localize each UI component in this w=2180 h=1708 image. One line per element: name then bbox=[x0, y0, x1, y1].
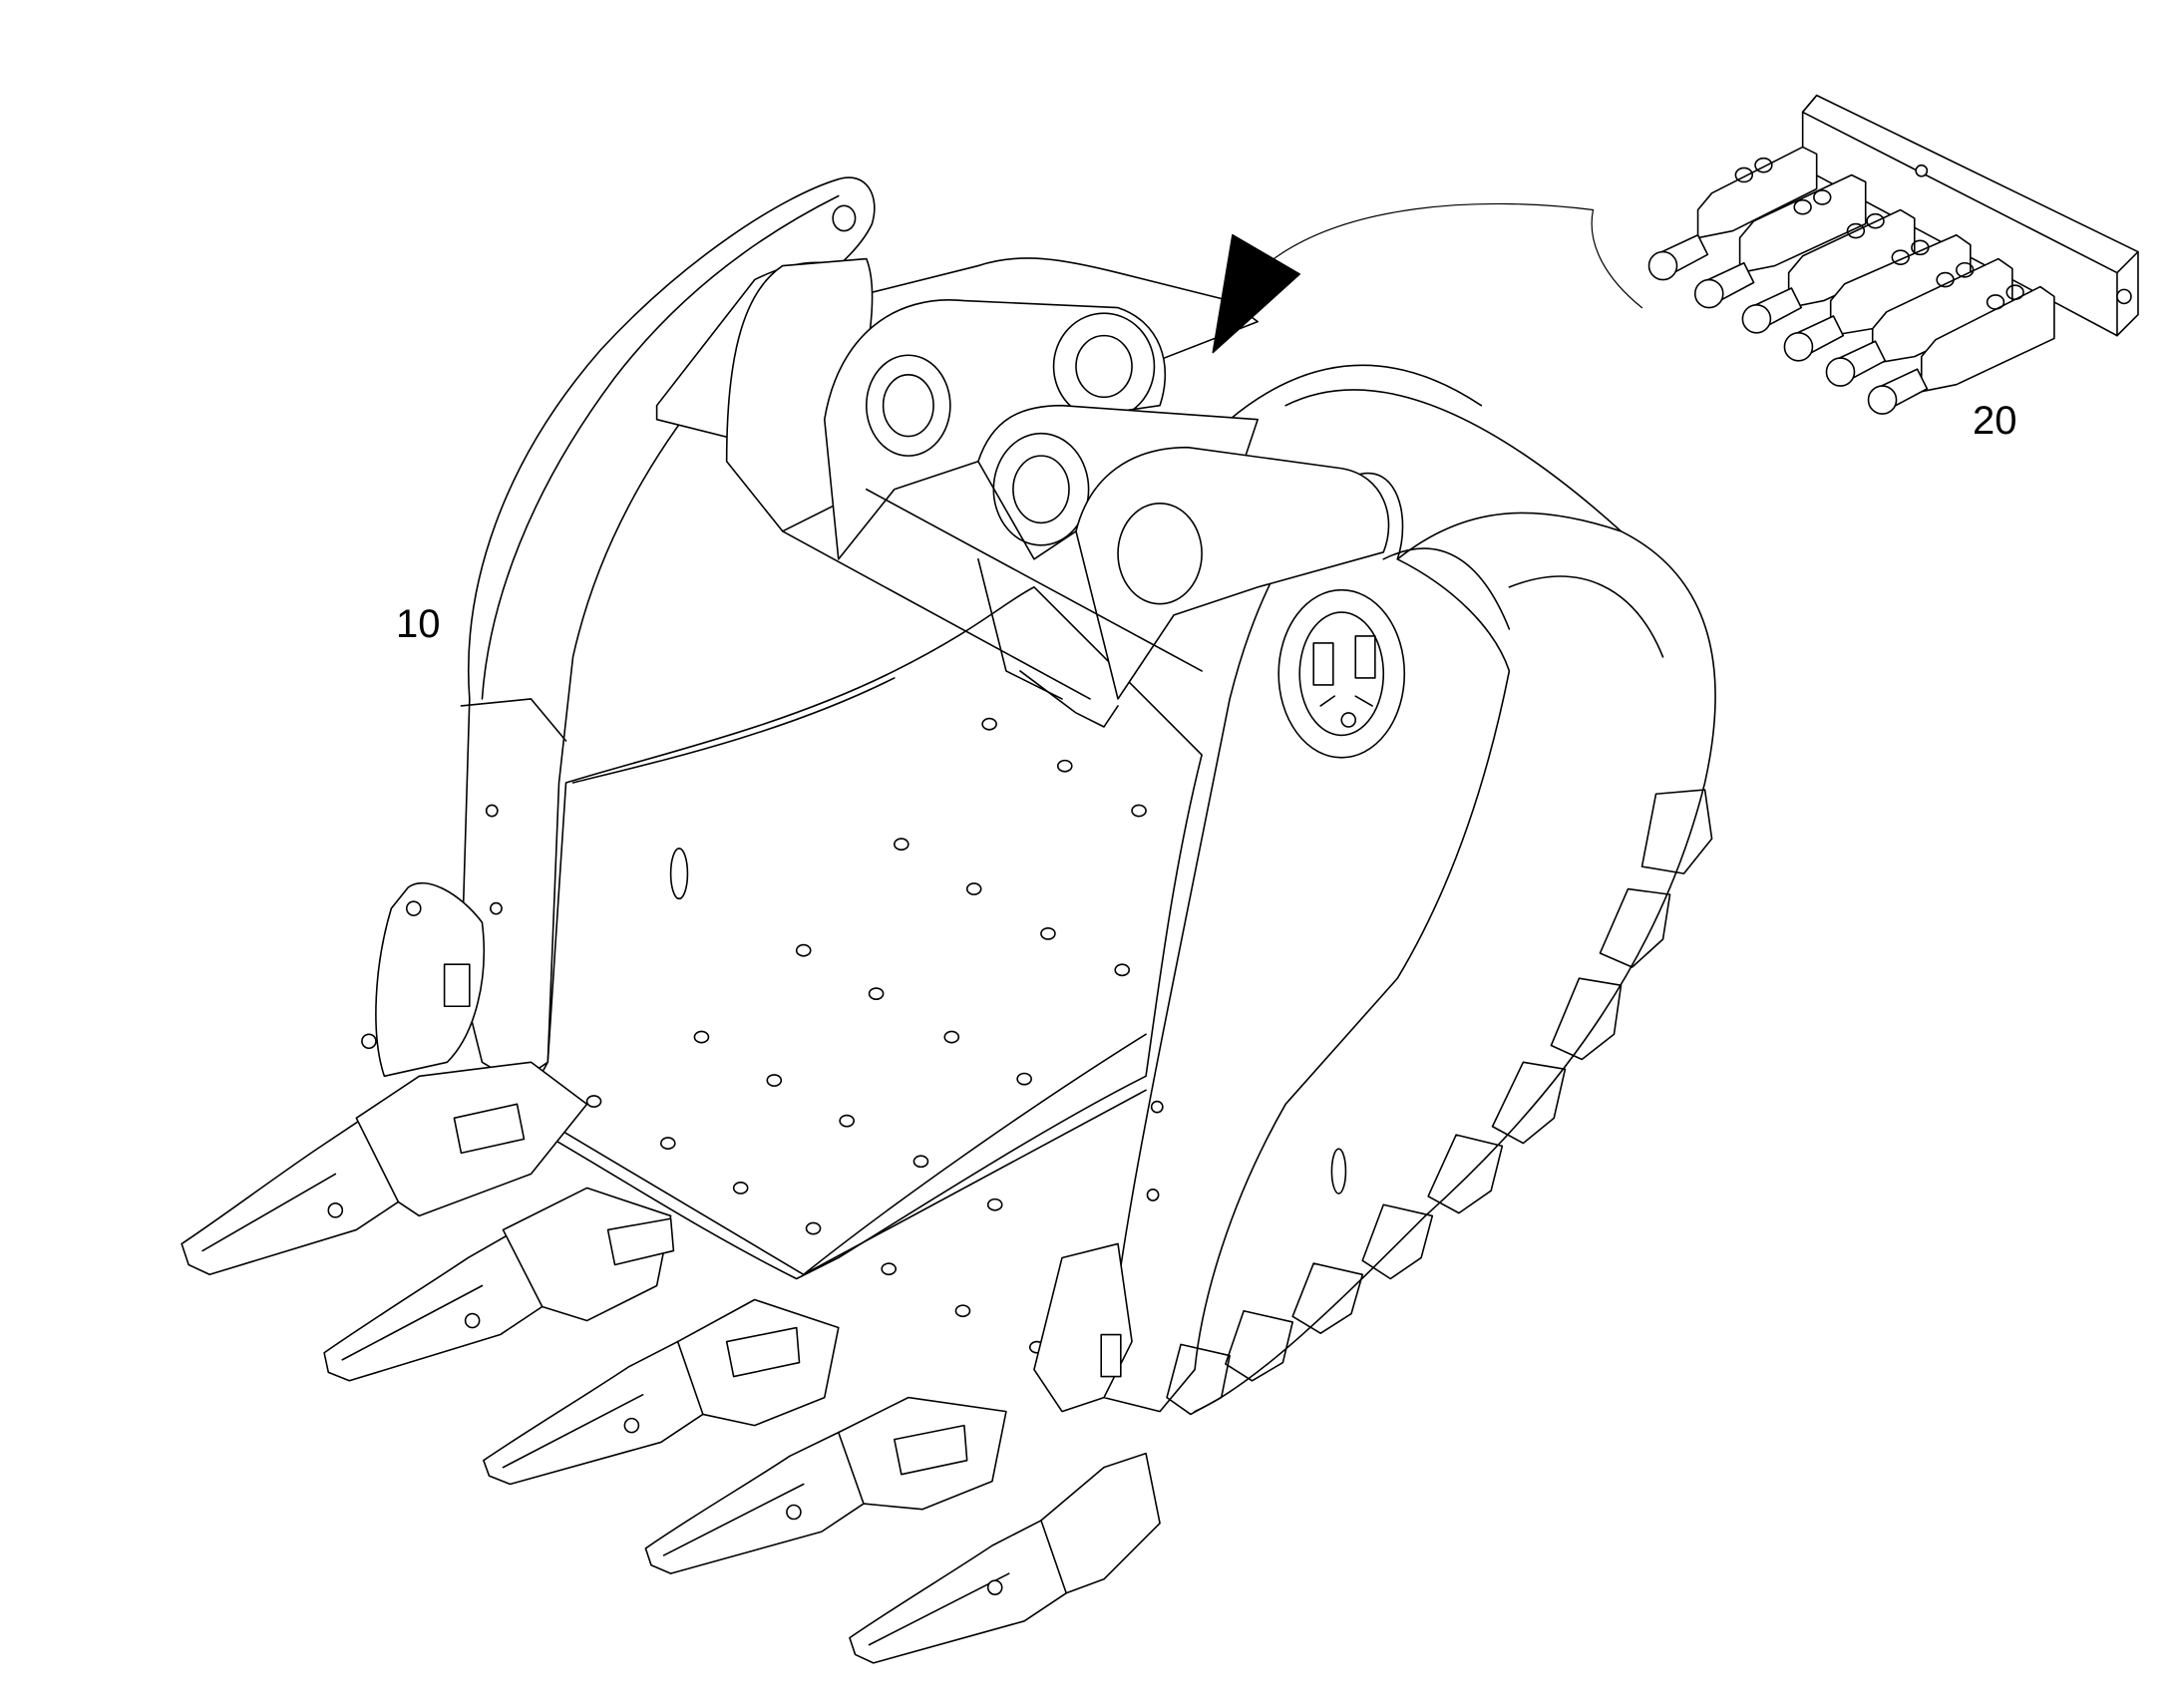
valve-section-6 bbox=[1922, 287, 2054, 392]
callout-20: 20 bbox=[1973, 399, 2017, 443]
side-emblem bbox=[1278, 590, 1404, 758]
left-corner-shroud bbox=[376, 883, 484, 1077]
tooth-3 bbox=[484, 1342, 713, 1485]
bucket-back-shell bbox=[1195, 512, 1715, 1411]
side-wear-segments bbox=[1167, 790, 1712, 1414]
hinge-lugs bbox=[657, 258, 1389, 727]
excavator-bucket bbox=[182, 177, 1715, 1663]
grease-cover bbox=[1118, 504, 1202, 604]
bucket-floor bbox=[517, 587, 1202, 1279]
tooth-2 bbox=[324, 1229, 551, 1380]
tooth-5 bbox=[850, 1521, 1076, 1663]
tooth-1 bbox=[182, 1118, 405, 1274]
bucket-left-sideplate bbox=[461, 177, 874, 1083]
bucket-teeth bbox=[182, 1062, 1160, 1663]
grease-fittings bbox=[1649, 235, 1928, 414]
valve-section-1 bbox=[1698, 147, 1817, 237]
lubrication-distributor-block bbox=[1649, 96, 2138, 414]
floor-bolt-pattern bbox=[587, 719, 1147, 1353]
tooth-4 bbox=[645, 1433, 873, 1574]
callout-10: 10 bbox=[396, 602, 441, 646]
view-direction-arrow bbox=[1213, 235, 1299, 353]
